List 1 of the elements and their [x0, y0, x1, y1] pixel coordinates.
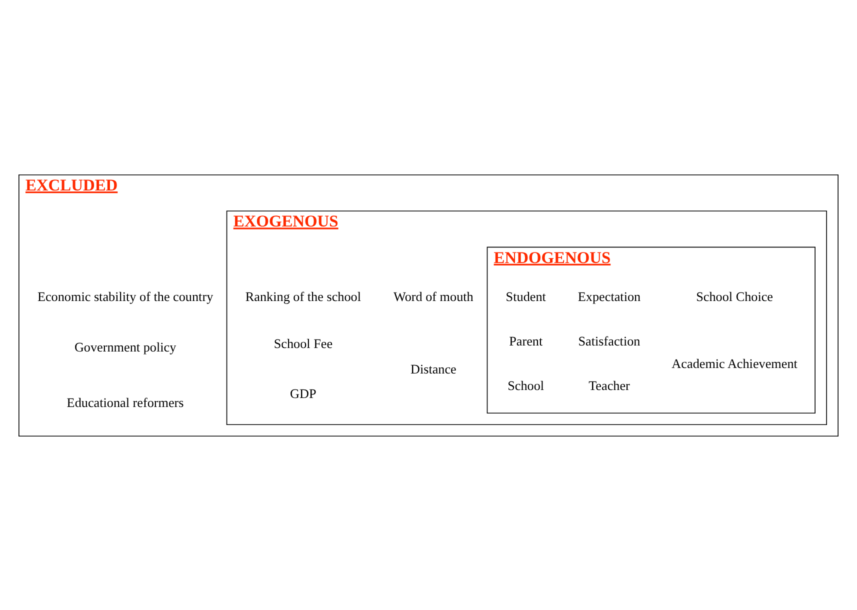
node-box: ENDOGENOUS Student Expectation Parent School School Choice Satisfaction Teacher Academic Achievement: [486, 246, 816, 414]
